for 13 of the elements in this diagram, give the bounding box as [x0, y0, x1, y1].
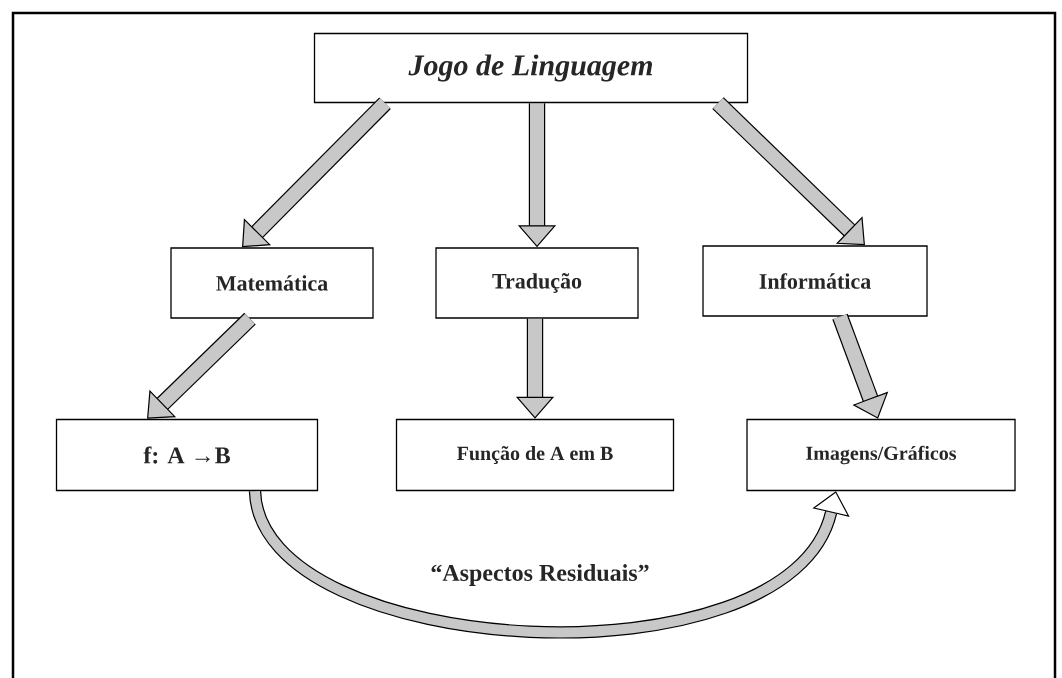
concept-box: Imagens/Gráficos [746, 418, 1016, 492]
block-arrow [242, 97, 391, 248]
curved-block-arrow [249, 489, 850, 638]
block-arrow [832, 313, 889, 419]
concept-box: Matemática [170, 247, 374, 319]
title-box: Jogo de Linguagem [313, 32, 749, 104]
concept-box: Informática [702, 245, 928, 317]
block-arrow [147, 312, 256, 419]
block-arrow [712, 97, 865, 246]
edge-label: “Aspectos Residuais” [431, 564, 649, 586]
concept-box: f: A →B [55, 418, 319, 492]
concept-box: Função de A em B [395, 418, 675, 492]
concept-box: Tradução [435, 247, 639, 319]
